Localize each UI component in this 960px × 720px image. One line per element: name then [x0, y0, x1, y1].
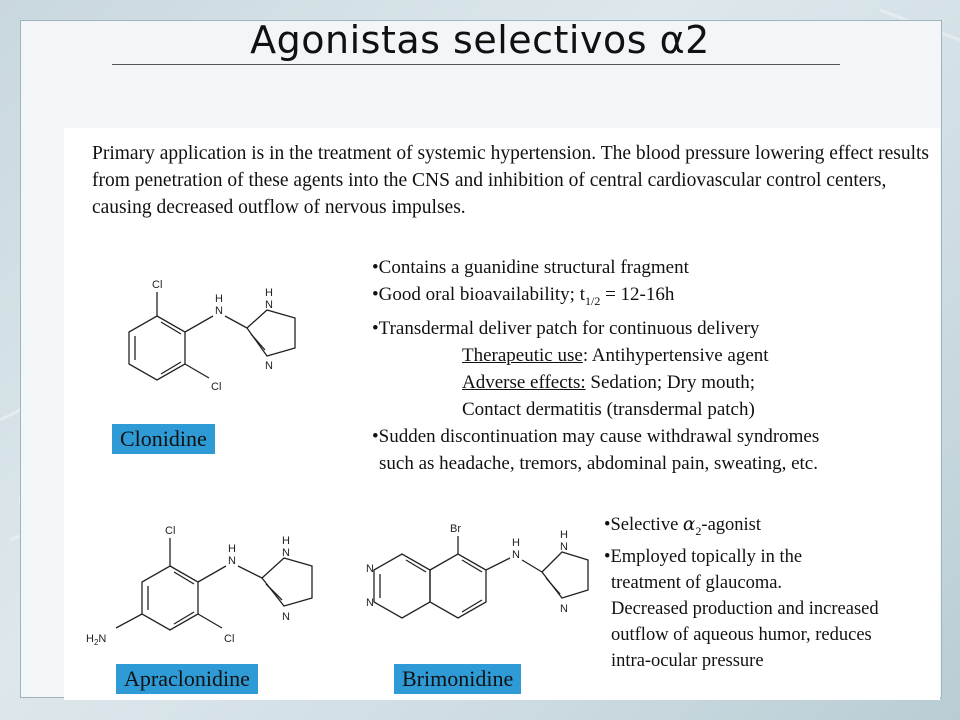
title-underline	[112, 64, 840, 65]
clonidine-bullet-3: •Transdermal deliver patch for continuou…	[372, 318, 760, 339]
atom-n-ring-1: N	[366, 563, 374, 575]
atom-h-ring-top: H	[265, 287, 273, 299]
atom-n-amine: N	[215, 305, 223, 317]
therapeutic-use-label: Therapeutic use	[462, 345, 583, 366]
atom-n-amine: N	[512, 549, 520, 561]
atom-h-ring-top: H	[560, 529, 568, 541]
atom-h-amine: H	[512, 537, 520, 549]
adverse-effects: Adverse effects: Sedation; Dry mouth;	[372, 369, 819, 396]
therapeutic-use-value: : Antihypertensive agent	[582, 345, 769, 366]
slide-title: Agonistas selectivos α2	[250, 18, 710, 62]
atom-n-ring-2: N	[366, 597, 374, 609]
atom-cl-top: Cl	[152, 279, 162, 291]
clonidine-label: Clonidine	[112, 424, 215, 454]
atom-n-ring-bottom: N	[282, 611, 290, 623]
apraclonidine-structure: Cl Cl H2N N H N H N	[86, 525, 313, 647]
atom-h2n: H2N	[86, 633, 106, 647]
selective-line-4: outflow of aqueous humor, reduces	[611, 625, 872, 645]
clonidine-bullets: •Contains a guanidine structural fragmen…	[372, 254, 819, 477]
atom-n-amine: N	[228, 555, 236, 567]
atom-n-ring-top: N	[282, 547, 290, 559]
atom-cl-bottom: Cl	[211, 381, 221, 393]
half-life-value: = 12-16h	[600, 284, 675, 305]
brimonidine-structure: N N Br N H N H N	[366, 523, 589, 619]
agonist-text: -agonist	[701, 515, 762, 535]
brimonidine-label: Brimonidine	[394, 664, 522, 694]
selective-bullet-2-cont: treatment of glaucoma.	[611, 573, 783, 593]
atom-h-amine: H	[215, 293, 223, 305]
clonidine-structure: Cl Cl N H N H N	[128, 279, 296, 393]
alpha-subscript: 2	[695, 524, 702, 538]
selective-line-5: intra-ocular pressure	[611, 651, 764, 671]
atom-n-ring-bottom: N	[560, 603, 568, 615]
atom-cl-top: Cl	[165, 525, 175, 537]
adverse-effects-value: Sedation; Dry mouth;	[585, 372, 756, 393]
therapeutic-use: Therapeutic use: Antihypertensive agent	[372, 342, 819, 369]
selective-bullet-2: •Employed topically in the	[604, 547, 803, 567]
intro-paragraph: Primary application is in the treatment …	[92, 143, 930, 218]
clonidine-bullet-4: •Sudden discontinuation may cause withdr…	[372, 426, 820, 447]
atom-cl-bottom: Cl	[224, 633, 234, 645]
selective-text: •Selective	[604, 515, 683, 535]
adverse-effects-label: Adverse effects:	[462, 372, 586, 393]
atom-n-ring-bottom: N	[265, 360, 273, 372]
selective-bullet-1: •Selective α2-agonist	[604, 512, 879, 544]
selective-line-3: Decreased production and increased	[611, 599, 879, 619]
adverse-effects-cont: Contact dermatitis (transdermal patch)	[462, 399, 755, 420]
atom-br: Br	[450, 523, 461, 535]
selective-bullets: •Selective α2-agonist •Employed topicall…	[604, 512, 879, 674]
atom-n-ring-top: N	[560, 541, 568, 553]
atom-h-ring-top: H	[282, 535, 290, 547]
alpha-symbol: α	[682, 514, 696, 535]
atom-h-amine: H	[228, 543, 236, 555]
clonidine-bullet-4-cont: such as headache, tremors, abdominal pai…	[379, 453, 818, 474]
bullet-2-text: •Good oral bioavailability; t	[372, 284, 585, 305]
document-image: Primary application is in the treatment …	[64, 128, 940, 700]
clonidine-bullet-2: •Good oral bioavailability; t1/2 = 12-16…	[372, 281, 819, 315]
clonidine-bullet-1: •Contains a guanidine structural fragmen…	[372, 257, 689, 278]
apraclonidine-label: Apraclonidine	[116, 664, 258, 694]
half-life-subscript: 1/2	[584, 294, 601, 308]
atom-n-ring-top: N	[265, 299, 273, 311]
